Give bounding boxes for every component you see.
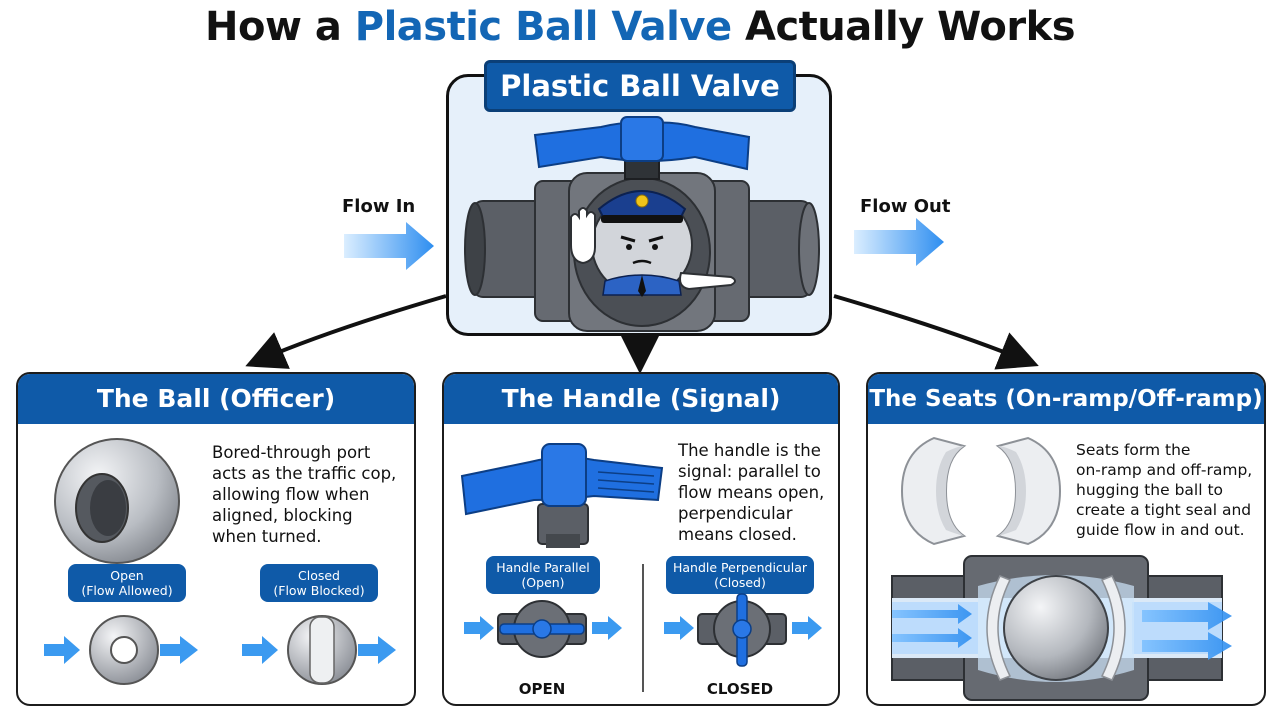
ball-open-diagram <box>44 615 198 685</box>
handle-open-diagram <box>464 600 622 658</box>
handle-closed-state: CLOSED <box>706 680 774 698</box>
handle-parallel-pill: Handle Parallel (Open) <box>486 556 600 594</box>
ball-closed-pill: Closed (Flow Blocked) <box>260 564 378 602</box>
title-highlight: Plastic Ball Valve <box>354 4 732 50</box>
flow-in-label: Flow In <box>342 196 416 217</box>
connector-left <box>245 294 447 369</box>
connector-right <box>833 294 1039 370</box>
handle-divider <box>642 564 644 692</box>
title-suffix: Actually Works <box>731 4 1076 50</box>
flow-out-arrow <box>854 218 944 266</box>
panel-seats-description: Seats form the on-ramp and off-ramp, hug… <box>1076 441 1253 539</box>
ball-icon <box>54 438 180 564</box>
panel-seats-title: The Seats (On-ramp/Off-ramp) <box>868 374 1264 424</box>
seats-cross-section <box>891 555 1232 701</box>
panel-handle-description: The handle is the signal: parallel to fl… <box>678 441 825 544</box>
flow-in-arrow <box>344 222 434 270</box>
panel-ball-title: The Ball (Officer) <box>18 374 414 424</box>
panel-seats: The Seats (On-ramp/Off-ramp) Seats form … <box>866 372 1266 706</box>
handle-closed-diagram <box>664 593 822 667</box>
panel-ball: The Ball (Officer) Bored-through port ac… <box>16 372 416 706</box>
ball-closed-diagram <box>242 615 396 685</box>
seats-icon <box>900 436 1062 546</box>
panel-handle-title: The Handle (Signal) <box>444 374 838 424</box>
handle-perpendicular-pill: Handle Perpendicular (Closed) <box>666 556 814 594</box>
handle-icon <box>460 443 664 548</box>
flow-out-label: Flow Out <box>860 196 951 217</box>
title-prefix: How a <box>205 4 355 50</box>
page-title: How a Plastic Ball Valve Actually Works <box>0 4 1280 50</box>
hero-label: Plastic Ball Valve <box>484 60 796 112</box>
handle-open-state: OPEN <box>518 680 566 698</box>
valve-illustration <box>464 116 820 332</box>
panel-handle: The Handle (Signal) The handle is the si… <box>442 372 840 706</box>
panel-ball-description: Bored-through port acts as the traffic c… <box>212 443 397 546</box>
ball-open-pill: Open (Flow Allowed) <box>68 564 186 602</box>
hero-valve-box <box>446 74 832 336</box>
